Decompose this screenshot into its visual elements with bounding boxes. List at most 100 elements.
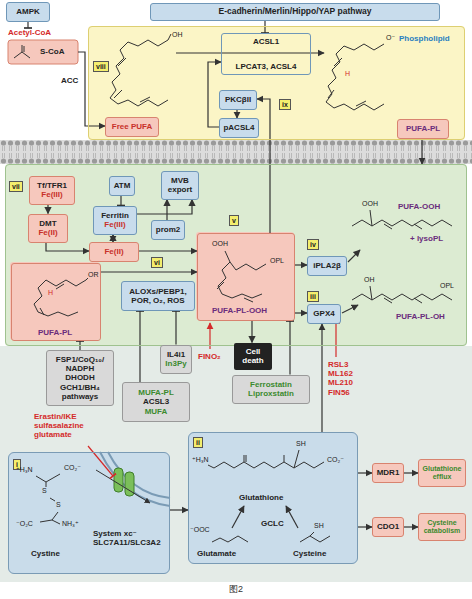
arrow-connector xyxy=(358,526,372,527)
node-text: prom2 xyxy=(156,225,180,234)
callout-number: vii xyxy=(9,181,23,192)
annotation-label: + lysoPL xyxy=(410,234,443,243)
enzyme-box: pACSL4 xyxy=(219,118,259,138)
arrow-connector xyxy=(421,139,422,164)
arrow-connector xyxy=(236,110,237,118)
metabolite-box: Acetyl-CoA S-CoA xyxy=(6,28,78,66)
pathway-box: FSP1/CoQ₁₀/ NADPHDHODHGCH1/BH₄ pathways xyxy=(46,350,114,406)
annotation-label: NH₃⁺ xyxy=(62,520,79,528)
node-text: POR, O₂, ROS xyxy=(131,296,184,305)
annotation-label: H xyxy=(48,289,53,297)
node-text: GCH1/BH₄ pathways xyxy=(49,383,111,401)
pathway-box: MUFA-PLACSL3MUFA xyxy=(122,382,190,422)
inhibition-connector xyxy=(27,22,28,28)
arrow-connector xyxy=(251,321,252,343)
annotation-label: OOH xyxy=(362,200,378,208)
membrane-and-transporter xyxy=(96,452,170,506)
annotation-label: OPL xyxy=(440,282,454,290)
annotation-label: ⁺H₃N xyxy=(16,466,33,474)
pathway-box: E-cadherin/Merlin/Hippo/YAP pathway xyxy=(150,3,440,21)
inhibitor-box: FerrostatinLiproxstatin xyxy=(232,375,310,404)
node-text: Fe(III) xyxy=(41,190,62,199)
annotation-label: OH xyxy=(364,276,375,284)
annotation-label: SH xyxy=(314,522,324,530)
arrow-connector xyxy=(47,205,48,214)
node-text: Acetyl-CoA xyxy=(8,28,51,37)
inhibition-connector xyxy=(139,311,140,382)
lipid-box: PUFA-PL-OOH xyxy=(197,233,295,321)
node-text: GCLC xyxy=(261,519,284,528)
outcome-box: Cysteine catabolism xyxy=(418,513,466,541)
node-text: Liproxstatin xyxy=(248,389,294,398)
node-text: System xc⁻ SLC7A11/SLC3A2 xyxy=(93,529,167,547)
callout-number: ii xyxy=(193,437,203,448)
annotation-label: PUFA-PL-OH xyxy=(396,312,445,321)
arrow-connector xyxy=(139,250,197,251)
node-text: Glutathione xyxy=(239,493,283,502)
protein-box: FerritinFe(III) xyxy=(93,206,137,235)
arrow-connector xyxy=(295,264,307,265)
node-text: AMPK xyxy=(16,7,40,16)
annotation-label: RSL3 ML162 ML210 FIN56 xyxy=(328,360,364,397)
arrow-connector xyxy=(137,200,192,215)
arrow-connector xyxy=(101,271,197,272)
metabolite-box: PUFA-PL xyxy=(397,119,449,139)
lipid-box: PUFA-PL xyxy=(11,263,101,341)
callout-number: vi xyxy=(151,257,163,268)
protein-box: MDR1 xyxy=(372,463,404,483)
node-text: S-CoA xyxy=(40,47,64,56)
callout-number: viii xyxy=(93,61,109,72)
node-text: ACSL3 xyxy=(143,397,169,406)
arrow-connector xyxy=(112,235,113,243)
annotation-label: O⁻ xyxy=(386,34,395,42)
annotation-label: CO₂⁻ xyxy=(64,464,81,472)
node-text: Cystine xyxy=(31,549,60,558)
node-text: MUFA xyxy=(145,407,168,416)
annotation-label: FINO₂ xyxy=(198,352,221,361)
arrow-connector xyxy=(321,324,322,432)
node-text: pACSL4 xyxy=(223,123,254,132)
annotation-label: OOH xyxy=(212,240,228,248)
node-text: Cell death xyxy=(236,347,270,365)
iron-box: DMTFe(II) xyxy=(28,214,68,243)
node-text: ATM xyxy=(114,181,131,190)
node-text: MVB export xyxy=(164,176,196,194)
annotation-label: ⁺H₃N xyxy=(192,456,209,464)
node-text: Cysteine catabolism xyxy=(421,519,463,535)
node-text: Glutathione efflux xyxy=(421,465,463,481)
inhibition-connector xyxy=(289,321,290,375)
node-text: ACSL1 xyxy=(253,37,279,46)
inhibition-connector xyxy=(264,21,265,33)
annotation-label: OPL xyxy=(270,257,284,265)
callout-number: iv xyxy=(307,239,319,250)
outcome-box: Cell death xyxy=(234,343,272,370)
node-text: DHODH xyxy=(65,373,94,382)
synthesis-region: iiGlutathioneGCLCGlutamateCysteine xyxy=(188,432,358,564)
grounds xyxy=(0,26,472,582)
edge-label: ACC xyxy=(60,76,79,85)
annotation-label: CO₂⁻ xyxy=(327,456,344,464)
protein-box: ATM xyxy=(109,176,135,196)
inhibition-connector xyxy=(175,311,176,345)
callout-number: iii xyxy=(307,291,319,302)
enzyme-box: ALOXs/PEBP1,POR, O₂, ROS xyxy=(121,281,195,311)
molecule-structures xyxy=(14,34,452,542)
enzyme-box: GPX4 xyxy=(307,304,341,324)
enzyme-box: iPLA2β xyxy=(307,256,347,276)
annotation-label: SH xyxy=(296,440,306,448)
node-text: PUFA-PL-OOH xyxy=(212,306,267,315)
node-text: Cysteine xyxy=(293,549,326,558)
callout-number: v xyxy=(229,215,239,226)
node-text: PUFA-PL xyxy=(38,328,72,337)
node-text: PKCβII xyxy=(225,95,251,104)
inhibition-connector xyxy=(120,196,121,206)
node-text: Tf/TFR1 xyxy=(37,181,67,190)
node-text: MDR1 xyxy=(377,468,400,477)
node-text: Ferritin xyxy=(101,211,129,220)
pathway-box: AMPK xyxy=(6,2,50,22)
annotation-label: Erastin/IKE sulfasalazine glutamate xyxy=(34,412,96,440)
arrow-connector xyxy=(358,472,372,473)
annotation-label: ⁻O₂C xyxy=(16,520,33,528)
